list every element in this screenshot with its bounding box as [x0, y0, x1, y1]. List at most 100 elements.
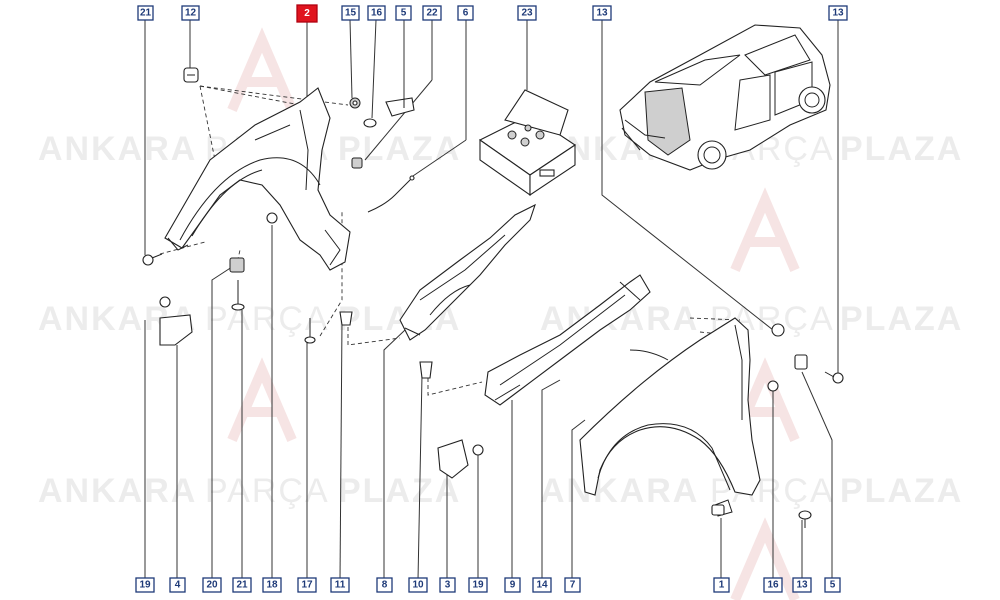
screw-17 [304, 318, 316, 344]
svg-text:PLAZA: PLAZA [840, 300, 963, 338]
fasteners-right [711, 323, 844, 528]
svg-text:16: 16 [371, 8, 383, 19]
screw-18 [266, 212, 278, 224]
front-fender-part-7[interactable] [579, 317, 761, 517]
callout-8[interactable]: 8 [376, 577, 393, 593]
screw-13-bottom [798, 510, 812, 528]
nut-15 [349, 97, 361, 109]
svg-text:9: 9 [510, 580, 516, 591]
bracket-19-left [159, 296, 193, 346]
svg-text:13: 13 [796, 580, 808, 591]
svg-text:12: 12 [185, 8, 197, 19]
clip-13-top [771, 323, 785, 337]
svg-text:PLAZA: PLAZA [840, 130, 963, 168]
lower-rail-part-9[interactable] [484, 274, 651, 406]
callout-5-top[interactable]: 5 [395, 5, 412, 21]
callout-9[interactable]: 9 [504, 577, 521, 593]
washer-16 [363, 118, 377, 128]
callout-13-top-left[interactable]: 13 [592, 5, 612, 21]
svg-text:ANKARA: ANKARA [38, 130, 197, 168]
callouts-top: 21 12 2 15 16 5 22 6 23 13 13 [137, 4, 848, 23]
callout-16-bottom[interactable]: 16 [763, 577, 783, 593]
callout-4[interactable]: 4 [169, 577, 186, 593]
callout-20[interactable]: 20 [202, 577, 222, 593]
callouts-bottom: 19 4 20 21 18 17 11 8 10 3 19 9 14 7 1 1… [135, 577, 841, 593]
svg-text:19: 19 [139, 580, 151, 591]
hinge-bracket-3 [437, 439, 484, 479]
svg-text:18: 18 [266, 580, 278, 591]
callout-19-left[interactable]: 19 [135, 577, 155, 593]
callout-12[interactable]: 12 [181, 5, 200, 21]
callout-10[interactable]: 10 [408, 577, 428, 593]
callout-6[interactable]: 6 [457, 5, 474, 21]
bolt-21-bottom [231, 280, 245, 311]
clip-12 [183, 67, 199, 83]
svg-text:5: 5 [830, 580, 836, 591]
callout-16-top[interactable]: 16 [367, 5, 386, 21]
svg-text:10: 10 [412, 580, 424, 591]
callout-11[interactable]: 11 [330, 577, 350, 593]
callout-13-top-right[interactable]: 13 [828, 5, 848, 21]
svg-text:19: 19 [472, 580, 484, 591]
svg-text:11: 11 [335, 580, 346, 591]
wire-6 [367, 175, 415, 213]
svg-text:17: 17 [301, 580, 313, 591]
callout-21-bottom[interactable]: 21 [232, 577, 252, 593]
callout-14[interactable]: 14 [532, 577, 552, 593]
svg-text:PLAZA: PLAZA [338, 472, 461, 510]
leader-lines [144, 19, 839, 581]
callout-18[interactable]: 18 [262, 577, 282, 593]
svg-text:PARÇA: PARÇA [205, 472, 330, 510]
svg-text:5: 5 [401, 8, 407, 19]
svg-text:3: 3 [445, 580, 451, 591]
callout-5-bottom[interactable]: 5 [824, 577, 841, 593]
callout-7[interactable]: 7 [564, 577, 581, 593]
clip-11 [339, 311, 353, 326]
upper-rail-part-8[interactable] [399, 203, 536, 341]
fasteners [142, 67, 484, 479]
callout-2-highlighted[interactable]: 2 [296, 4, 318, 23]
svg-text:20: 20 [206, 580, 218, 591]
svg-text:4: 4 [175, 580, 181, 591]
svg-text:22: 22 [426, 8, 438, 19]
callout-19-mid[interactable]: 19 [468, 577, 488, 593]
clip-20 [229, 257, 245, 273]
svg-text:16: 16 [767, 580, 779, 591]
svg-text:23: 23 [521, 8, 533, 19]
svg-text:ANKARA: ANKARA [38, 472, 197, 510]
svg-text:2: 2 [304, 8, 310, 19]
callout-3[interactable]: 3 [439, 577, 456, 593]
inner-fender-part-2[interactable] [164, 87, 351, 271]
svg-text:1: 1 [719, 580, 725, 591]
clip-22 [351, 157, 363, 169]
callout-13-bottom[interactable]: 13 [792, 577, 812, 593]
bracket-5-top [385, 97, 415, 117]
callout-22[interactable]: 22 [422, 5, 442, 21]
svg-text:7: 7 [570, 580, 576, 591]
callout-15[interactable]: 15 [341, 5, 360, 21]
bracket-5-right [794, 354, 808, 370]
svg-text:15: 15 [345, 8, 357, 19]
svg-text:21: 21 [140, 8, 152, 19]
svg-text:6: 6 [463, 8, 469, 19]
svg-text:ANKARA: ANKARA [540, 472, 699, 510]
screw-21-top [142, 253, 163, 266]
svg-text:14: 14 [536, 580, 548, 591]
svg-text:13: 13 [832, 8, 844, 19]
svg-text:PARÇA: PARÇA [205, 300, 330, 338]
svg-text:21: 21 [236, 580, 248, 591]
svg-text:PLAZA: PLAZA [840, 472, 963, 510]
washer-16-right [767, 380, 779, 392]
callout-21-top[interactable]: 21 [137, 5, 154, 21]
fastener-kit-box-part-23[interactable] [478, 89, 576, 197]
clip-10 [419, 361, 433, 379]
callout-1[interactable]: 1 [713, 577, 730, 593]
callout-23[interactable]: 23 [517, 5, 537, 21]
car-illustration [619, 24, 831, 171]
svg-text:13: 13 [596, 8, 608, 19]
clip-1 [711, 504, 725, 516]
screw-13-right [824, 371, 844, 384]
svg-text:8: 8 [382, 580, 388, 591]
callout-17[interactable]: 17 [297, 577, 317, 593]
